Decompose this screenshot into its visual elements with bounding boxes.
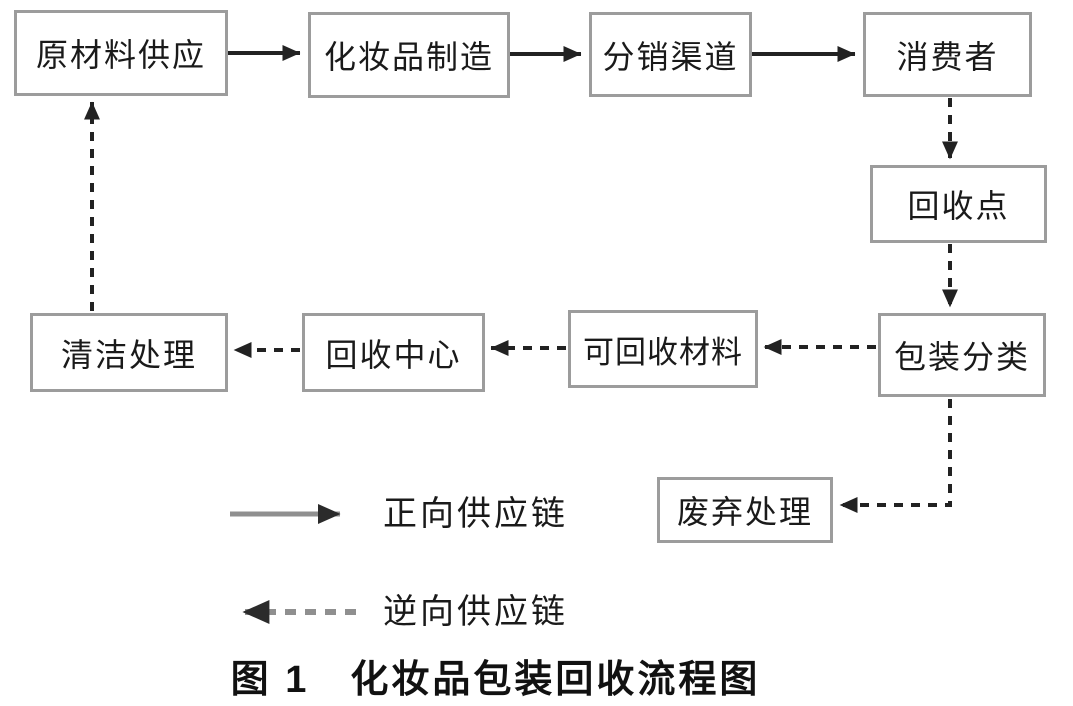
node-recyclable-materials: 可回收材料 xyxy=(568,310,758,388)
node-recycling-point: 回收点 xyxy=(870,165,1047,243)
node-recyclable-materials-label: 可回收材料 xyxy=(583,334,743,370)
node-cosmetics-manufacturing: 化妆品制造 xyxy=(308,12,510,98)
node-recycling-point-label: 回收点 xyxy=(907,188,1010,224)
node-recycling-center: 回收中心 xyxy=(302,313,485,392)
node-packaging-sorting-label: 包装分类 xyxy=(893,339,1030,375)
node-cosmetics-manufacturing-label: 化妆品制造 xyxy=(323,39,494,75)
legend-reverse-label: 逆向供应链 xyxy=(383,594,568,631)
node-recycling-center-label: 回收中心 xyxy=(325,336,462,373)
node-distribution-channel-label: 分销渠道 xyxy=(602,38,739,75)
edge-packaging-sorting-to-waste-disposal xyxy=(839,399,952,513)
figure-caption: 图 1 化妆品包装回收流程图 xyxy=(230,659,761,701)
node-waste-disposal-label: 废弃处理 xyxy=(676,494,813,530)
node-cleaning-treatment-label: 清洁处理 xyxy=(60,336,197,373)
node-consumer: 消费者 xyxy=(863,12,1032,97)
node-cleaning-treatment: 清洁处理 xyxy=(30,313,228,392)
node-raw-material-supply-label: 原材料供应 xyxy=(35,37,206,73)
legend-forward-label: 正向供应链 xyxy=(383,496,568,533)
node-packaging-sorting: 包装分类 xyxy=(878,313,1046,397)
node-distribution-channel: 分销渠道 xyxy=(589,12,752,97)
node-waste-disposal: 废弃处理 xyxy=(657,477,833,543)
node-consumer-label: 消费者 xyxy=(896,38,999,75)
node-raw-material-supply: 原材料供应 xyxy=(14,10,228,96)
